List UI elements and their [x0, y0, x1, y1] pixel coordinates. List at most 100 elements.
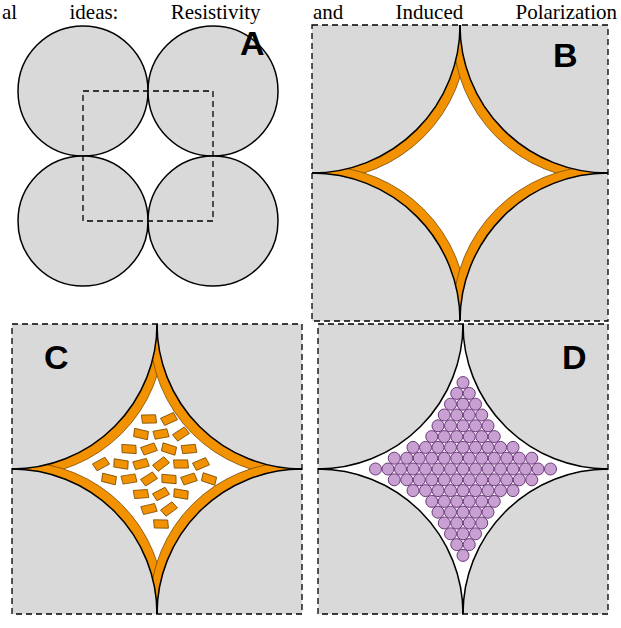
particle [482, 420, 494, 432]
particle [432, 506, 444, 518]
particle [401, 452, 413, 464]
clay-flake [172, 458, 189, 470]
pore-content [318, 324, 608, 614]
grain-contact [292, 468, 302, 470]
particle [413, 452, 425, 464]
clay-flake [200, 471, 219, 487]
particle [495, 485, 507, 497]
pore-content [312, 25, 608, 321]
grain [463, 469, 608, 614]
particle [432, 463, 444, 475]
particle [407, 485, 419, 497]
particle [488, 431, 500, 443]
particle [495, 441, 507, 453]
clay-flake [120, 442, 138, 455]
particle [382, 463, 394, 475]
particle [438, 474, 450, 486]
clay-flake [172, 426, 191, 442]
particle [476, 517, 488, 529]
particle [420, 441, 432, 453]
particle [476, 431, 488, 443]
unit-cell [83, 91, 213, 221]
particle [438, 517, 450, 529]
grain-contact [459, 25, 461, 35]
particle [457, 506, 469, 518]
particle [457, 485, 469, 497]
particle [395, 463, 407, 475]
particle [457, 463, 469, 475]
particle [488, 495, 500, 507]
particle [445, 463, 457, 475]
particle [426, 452, 438, 464]
particle [476, 474, 488, 486]
particle [482, 441, 494, 453]
particle [532, 463, 544, 475]
grain [318, 469, 463, 614]
grain [460, 25, 608, 173]
particle [451, 495, 463, 507]
particle [470, 463, 482, 475]
particle [438, 495, 450, 507]
clay-flake [121, 474, 137, 484]
particle [457, 420, 469, 432]
grain-contact [12, 468, 22, 470]
panel-frame [312, 25, 608, 321]
clay-flake [160, 501, 179, 517]
particle [476, 409, 488, 421]
clay-flake [152, 518, 169, 530]
particle [482, 463, 494, 475]
page-header: al ideas: Resistivity and Induced Polari… [2, 0, 617, 24]
grain-contact [598, 172, 608, 174]
grain-contact [459, 311, 461, 321]
grain [12, 469, 157, 614]
clay-flake [133, 488, 150, 499]
particle [526, 452, 538, 464]
grain-contact [462, 324, 464, 334]
particle [476, 495, 488, 507]
particle [513, 452, 525, 464]
particle [445, 420, 457, 432]
particle [488, 474, 500, 486]
particle [420, 485, 432, 497]
panel-letter: A [240, 24, 265, 62]
particle [457, 528, 469, 540]
particle [426, 474, 438, 486]
particle [545, 463, 557, 475]
particle [526, 474, 538, 486]
particle [445, 398, 457, 410]
clay-flake [160, 472, 178, 485]
clay-flake [153, 429, 169, 440]
particle [445, 506, 457, 518]
particle [438, 409, 450, 421]
pore-panel [173, 179, 621, 628]
particle [463, 387, 475, 399]
grain [312, 173, 460, 321]
particle [451, 517, 463, 529]
particle [463, 517, 475, 529]
panel-letter: B [553, 36, 578, 74]
particle [463, 474, 475, 486]
clay-flake [140, 471, 159, 487]
clay-flake [141, 503, 158, 514]
particle [507, 463, 519, 475]
particle [432, 441, 444, 453]
grain-contact [318, 468, 328, 470]
particle [463, 495, 475, 507]
particle [482, 506, 494, 518]
particle [407, 463, 419, 475]
clay-flake [152, 456, 171, 473]
clay-flake [152, 487, 170, 502]
clay-flake [160, 412, 178, 426]
particle [457, 441, 469, 453]
particle [451, 452, 463, 464]
particle [482, 485, 494, 497]
grain [157, 324, 302, 469]
particle [501, 452, 513, 464]
particle [426, 495, 438, 507]
particle [488, 452, 500, 464]
clay-flake [133, 458, 150, 470]
particle [388, 452, 400, 464]
particle [426, 431, 438, 443]
